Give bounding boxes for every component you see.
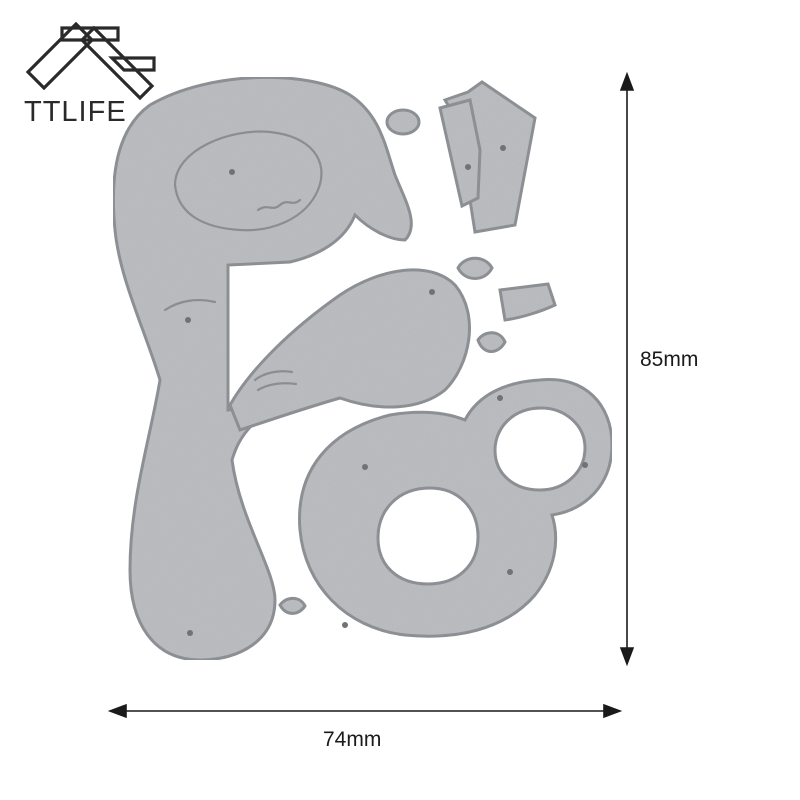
figure-body-piece <box>111 75 413 662</box>
connector-nub <box>278 596 307 615</box>
height-dimension-label: 85mm <box>640 348 699 371</box>
hand-line <box>253 370 294 382</box>
neck-line <box>163 299 217 312</box>
ring-piece <box>298 377 614 638</box>
ttlife-logo-icon <box>25 21 156 101</box>
connector-nub <box>456 256 494 280</box>
arm-piece <box>228 268 471 432</box>
exclamation-front-piece <box>438 98 482 209</box>
brand-name: TTLIFE <box>24 96 127 128</box>
width-dimension-label: 74mm <box>323 728 382 751</box>
small-tab-piece <box>498 282 557 322</box>
connector-nub <box>385 108 421 136</box>
face-outline <box>173 130 323 232</box>
hand-line <box>256 382 298 392</box>
mouth-line <box>256 198 302 212</box>
connector-nub <box>476 331 507 353</box>
